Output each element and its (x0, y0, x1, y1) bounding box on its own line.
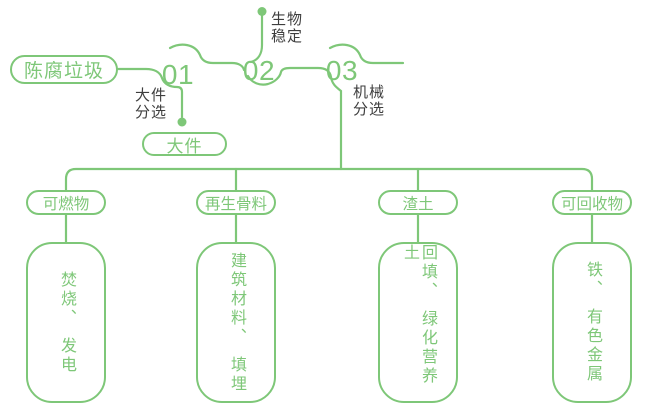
process-label-bulky-sorting: 大件 分选 (135, 87, 168, 121)
line-source-to-01 (116, 67, 184, 119)
connector-dot-large-items (177, 117, 187, 127)
result-part: 发电 (58, 336, 75, 375)
result-part: 回填、 (419, 244, 436, 301)
result-part: 填埋 (228, 355, 245, 394)
result-part: 有色金属 (584, 308, 601, 384)
output-pill-bulky: 大件 (142, 132, 227, 156)
branch-spine (64, 167, 594, 192)
line-02-to-03-and-drop (246, 66, 343, 171)
category-pill-recyclables: 可回收物 (552, 190, 632, 215)
result-text: 铁、有色金属 (583, 261, 601, 384)
arc-over-03 (328, 43, 405, 65)
result-text: 建筑材料、填埋 (227, 252, 245, 394)
result-part: 焚烧、 (58, 270, 75, 328)
process-label-mechanical-sorting: 机械 分选 (353, 84, 386, 118)
line-02-top-drop (249, 14, 264, 64)
result-box-slag-soil: 回填、绿化营养土 (378, 242, 458, 403)
connector-dot-bio (257, 7, 267, 16)
arc-over-01 (168, 43, 246, 72)
source-pill: 陈腐垃圾 (10, 55, 118, 84)
result-box-recycled-aggregate: 建筑材料、填埋 (196, 242, 276, 403)
result-part: 建筑材料、 (228, 251, 245, 347)
category-pill-slag-soil: 渣土 (378, 190, 458, 215)
result-text: 回填、绿化营养土 (400, 244, 436, 401)
step-number-01: 01 (161, 59, 195, 90)
category-pill-recycled-aggregate: 再生骨料 (196, 190, 276, 215)
result-part: 铁、 (584, 261, 601, 299)
step-number-03: 03 (325, 55, 359, 86)
result-part: 绿化营养土 (401, 244, 436, 386)
step-number-02: 02 (242, 55, 276, 86)
process-label-bio-stabilization: 生物 稳定 (271, 11, 304, 45)
result-text: 焚烧、发电 (57, 271, 75, 375)
result-box-combustibles: 焚烧、发电 (26, 242, 106, 403)
result-box-recyclables: 铁、有色金属 (552, 242, 632, 403)
category-pill-combustibles: 可燃物 (26, 190, 106, 215)
